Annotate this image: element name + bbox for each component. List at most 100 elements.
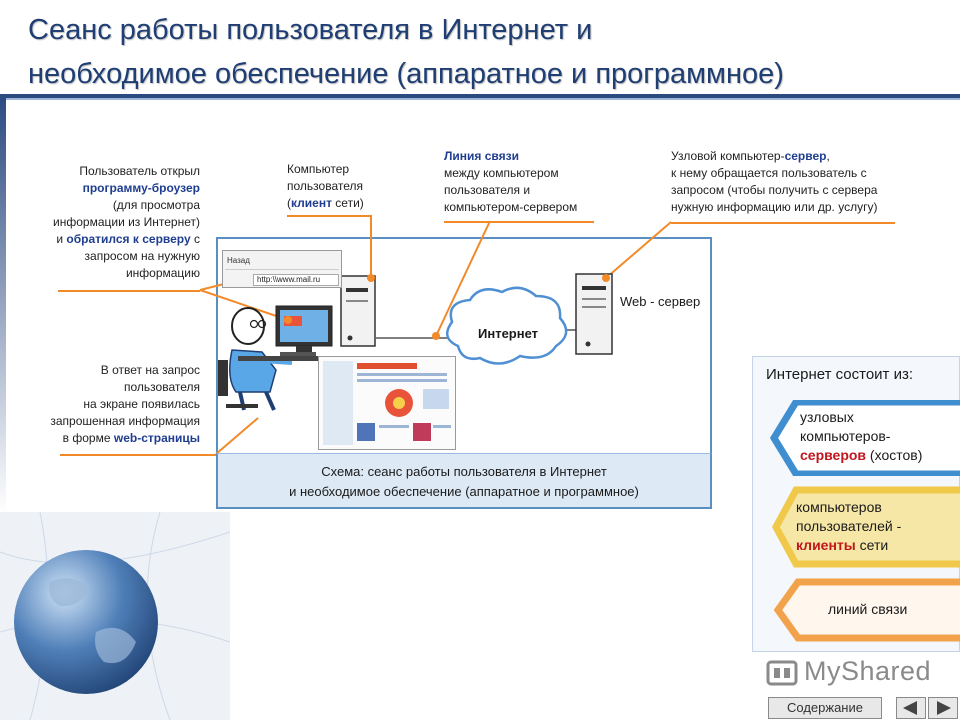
- connector-line: [215, 417, 259, 455]
- panel-item-text: клиенты сети: [796, 536, 956, 555]
- browser-window: Назад http:\\www.mail.ru: [222, 250, 342, 288]
- annotation-text: на экране появилась: [83, 397, 200, 411]
- panel-item-servers: узловых компьютеров- серверов (хостов): [800, 408, 960, 465]
- annotation-text: Компьютер: [287, 162, 350, 176]
- annotation-highlight: обратился: [66, 232, 130, 246]
- annotation-text: в форме web-страницы: [20, 430, 200, 447]
- panel-item-highlight: серверов: [800, 447, 867, 463]
- annotation-text: запросом (чтобы получить с сервера: [671, 183, 878, 197]
- annotation-text: к нему обращается пользователь с: [671, 166, 867, 180]
- arrow-left-icon: [903, 701, 917, 715]
- panel-title: Интернет состоит из:: [766, 366, 914, 383]
- title-line-1: Сеанс работы пользователя в Интернет и: [28, 14, 593, 46]
- prev-slide-button[interactable]: [896, 697, 926, 719]
- annotation-server: Узловой компьютер-сервер, к нему обращае…: [671, 148, 911, 216]
- annotation-highlight: web-страницы: [113, 431, 200, 445]
- monitor-icon: [238, 305, 333, 361]
- annotation-text: запросом на нужную: [84, 249, 200, 263]
- annotation-text: запрошенная информация: [50, 414, 200, 428]
- annotation-link: Линия связи между компьютером пользовате…: [444, 148, 614, 216]
- connector-line: [199, 289, 289, 321]
- chevron-yellow-icon: [772, 486, 960, 568]
- annotation-text: информации из Интернет): [53, 215, 200, 229]
- myshared-logo: MyShared: [804, 656, 932, 686]
- contents-button[interactable]: Содержание: [768, 697, 882, 719]
- panel-item-highlight: клиенты: [796, 537, 856, 553]
- annotation-client: Компьютер пользователя (клиент сети): [287, 161, 407, 212]
- annotation-text: и обратился к серверу с: [20, 231, 200, 248]
- arrow-right-icon: [937, 701, 951, 715]
- panel-item-text: компьютеров: [796, 499, 882, 515]
- annotation-highlight: к серверу: [132, 232, 191, 246]
- title-line-2: необходимое обеспечение (аппаратное и пр…: [28, 58, 784, 90]
- annotation-text: ,: [826, 149, 830, 163]
- web-server-icon: [575, 273, 613, 355]
- web-page-content-icon: [323, 361, 451, 445]
- annotation-text: Узловой компьютер-: [671, 149, 785, 163]
- connector-line: [605, 221, 672, 279]
- myshared-logo-icon: [766, 660, 798, 686]
- annotation-text: пользователя: [287, 179, 363, 193]
- callout-dot: [602, 274, 610, 282]
- panel-item-text: серверов (хостов): [800, 446, 960, 465]
- annotation-text: между компьютером: [444, 166, 559, 180]
- web-page-thumbnail: [318, 356, 456, 450]
- client-computer-icon: [340, 275, 376, 347]
- caption-line-2: и необходимое обеспечение (аппаратное и …: [289, 484, 639, 499]
- panel-item-text: сети: [855, 537, 889, 553]
- chevron-blue-icon: [770, 400, 960, 476]
- title-divider-light: [6, 98, 960, 100]
- annotation-text: В ответ на запрос: [100, 363, 200, 377]
- panel-item-links: линий связи: [828, 601, 908, 617]
- annotation-text: в форме: [62, 431, 111, 445]
- annotation-highlight: клиент: [291, 196, 332, 210]
- annotation-text: и: [56, 232, 64, 246]
- annotation-text: информацию: [125, 266, 200, 280]
- callout-dot: [284, 316, 292, 324]
- annotation-text: пользователя: [124, 380, 200, 394]
- annotation-underline: [444, 221, 594, 223]
- annotation-underline: [671, 222, 895, 224]
- internet-cloud-icon: [445, 286, 568, 365]
- annotation-underline: [60, 454, 216, 456]
- browser-toolbar: [225, 254, 339, 270]
- annotation-text: нужную информацию или др. услугу): [671, 200, 878, 214]
- chevron-orange-icon: [773, 578, 960, 642]
- next-slide-button[interactable]: [928, 697, 958, 719]
- left-accent-bar: [0, 94, 6, 514]
- annotation-text: Узловой компьютер-сервер,: [671, 148, 911, 165]
- annotation-user: Пользователь открыл программу-броузер (д…: [20, 163, 200, 282]
- annotation-highlight: сервер: [784, 149, 827, 163]
- callout-dot: [432, 332, 440, 340]
- browser-address-bar: http:\\www.mail.ru: [253, 274, 339, 286]
- internet-cloud-label: Интернет: [478, 326, 539, 341]
- annotation-text: компьютером-сервером: [444, 200, 578, 214]
- annotation-text: (: [287, 196, 291, 210]
- annotation-text: с: [194, 232, 200, 246]
- annotation-response: В ответ на запрос пользователя на экране…: [20, 362, 200, 447]
- web-server-label: Web - сервер: [620, 294, 701, 309]
- annotation-underline: [287, 215, 371, 217]
- connector-line: [435, 220, 491, 337]
- browser-back-button: Назад: [227, 256, 250, 265]
- panel-item-text: (хостов): [866, 447, 923, 463]
- callout-dot: [367, 274, 375, 282]
- annotation-text: пользователя и: [444, 183, 531, 197]
- annotation-text: (клиент сети): [287, 195, 407, 212]
- annotation-highlight: программу-броузер: [82, 181, 200, 195]
- diagram-caption: Схема: сеанс работы пользователя в Интер…: [216, 453, 712, 509]
- annotation-text: сети): [335, 196, 364, 210]
- annotation-highlight: Линия связи: [444, 149, 519, 163]
- panel-item-text: компьютеров-: [800, 428, 891, 444]
- panel-item-clients: компьютеров пользователей - клиенты сети: [796, 498, 956, 555]
- title-divider: [6, 94, 960, 98]
- panel-item-text: узловых: [800, 409, 854, 425]
- panel-item-text: пользователей -: [796, 518, 902, 534]
- caption-line-1: Схема: сеанс работы пользователя в Интер…: [321, 464, 607, 479]
- annotation-text: Пользователь открыл: [79, 164, 200, 178]
- annotation-text: (для просмотра: [112, 198, 200, 212]
- annotation-underline: [58, 290, 200, 292]
- globe-icon: [0, 512, 230, 720]
- slide-title: Сеанс работы пользователя в Интернет и н…: [28, 8, 948, 96]
